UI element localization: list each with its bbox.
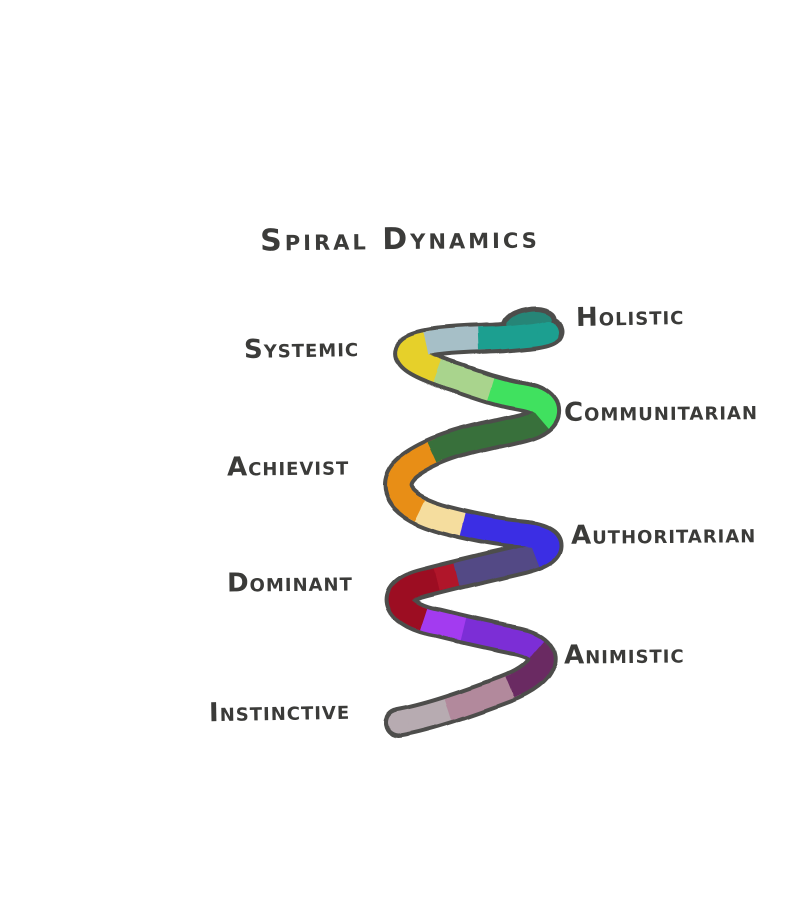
label-dominant: Dominant (226, 567, 353, 599)
label-instinctive: Instinctive (208, 695, 351, 729)
spiral-tail-cap (387, 711, 409, 733)
spiral-head-cap (537, 321, 559, 343)
spiral-segment-achievist-cream (386, 320, 560, 734)
label-authoritarian: Authoritarian (570, 519, 757, 551)
label-systemic: Systemic (243, 332, 360, 366)
label-achievist: Achievist (226, 451, 350, 483)
label-holistic: Holistic (575, 301, 685, 333)
label-communitarian: Communitarian (563, 396, 759, 428)
spiral-segment-animistic-purple (386, 320, 560, 734)
spiral-segment-systemic-yellow (386, 320, 560, 734)
label-animistic: Animistic (563, 639, 685, 671)
spiral-segments (386, 320, 560, 734)
